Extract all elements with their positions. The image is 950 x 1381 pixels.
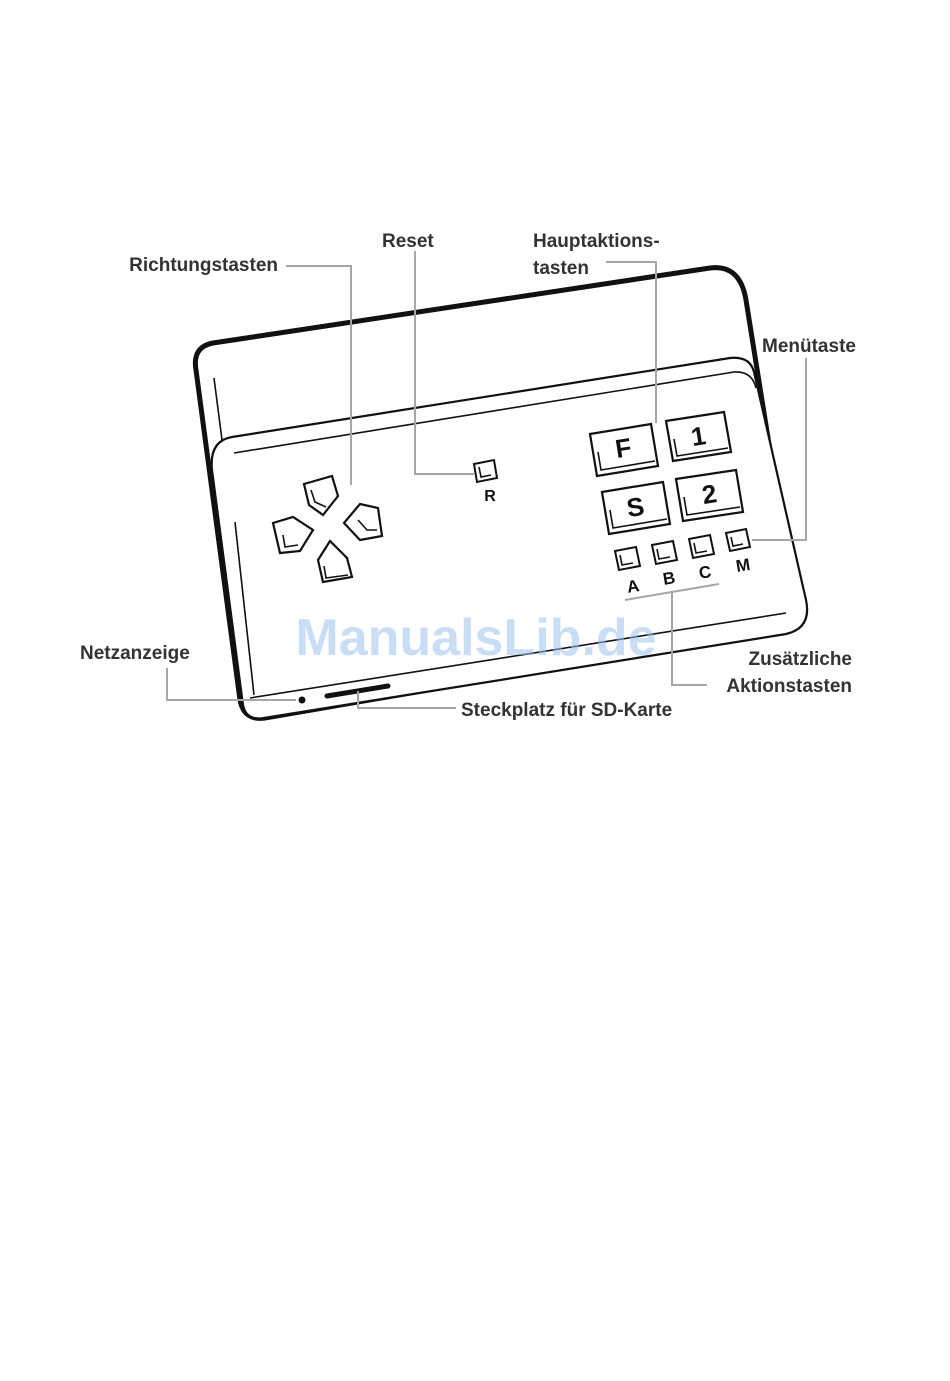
label-zusaetzliche-line2: Aktionstasten xyxy=(726,676,852,697)
label-menuetaste: Menütaste xyxy=(762,336,856,357)
reset-button[interactable] xyxy=(474,460,497,482)
label-zusaetzliche-line1: Zusätzliche xyxy=(749,649,852,670)
label-reset: Reset xyxy=(382,231,434,252)
label-hauptaktion-line2: tasten xyxy=(533,258,589,279)
menu-button-m[interactable] xyxy=(726,529,750,551)
label-netzanzeige: Netzanzeige xyxy=(80,643,190,664)
main-button-f[interactable]: F xyxy=(590,424,658,476)
main-button-s[interactable]: S xyxy=(602,482,670,534)
extra-button-b[interactable] xyxy=(652,541,677,564)
extra-button-a[interactable] xyxy=(615,547,640,570)
extra-button-c[interactable] xyxy=(689,535,714,558)
menu-button-m-label: M xyxy=(735,555,752,576)
main-button-2[interactable]: 2 xyxy=(676,470,743,521)
label-steckplatz: Steckplatz für SD-Karte xyxy=(461,700,672,721)
label-hauptaktion-line1: Hauptaktions- xyxy=(533,231,660,252)
main-button-1[interactable]: 1 xyxy=(666,412,731,461)
watermark-text: ManualsLib.de xyxy=(295,609,656,667)
label-richtungstasten: Richtungstasten xyxy=(129,255,278,276)
reset-key-label: R xyxy=(484,488,496,505)
power-indicator-led xyxy=(299,697,306,704)
